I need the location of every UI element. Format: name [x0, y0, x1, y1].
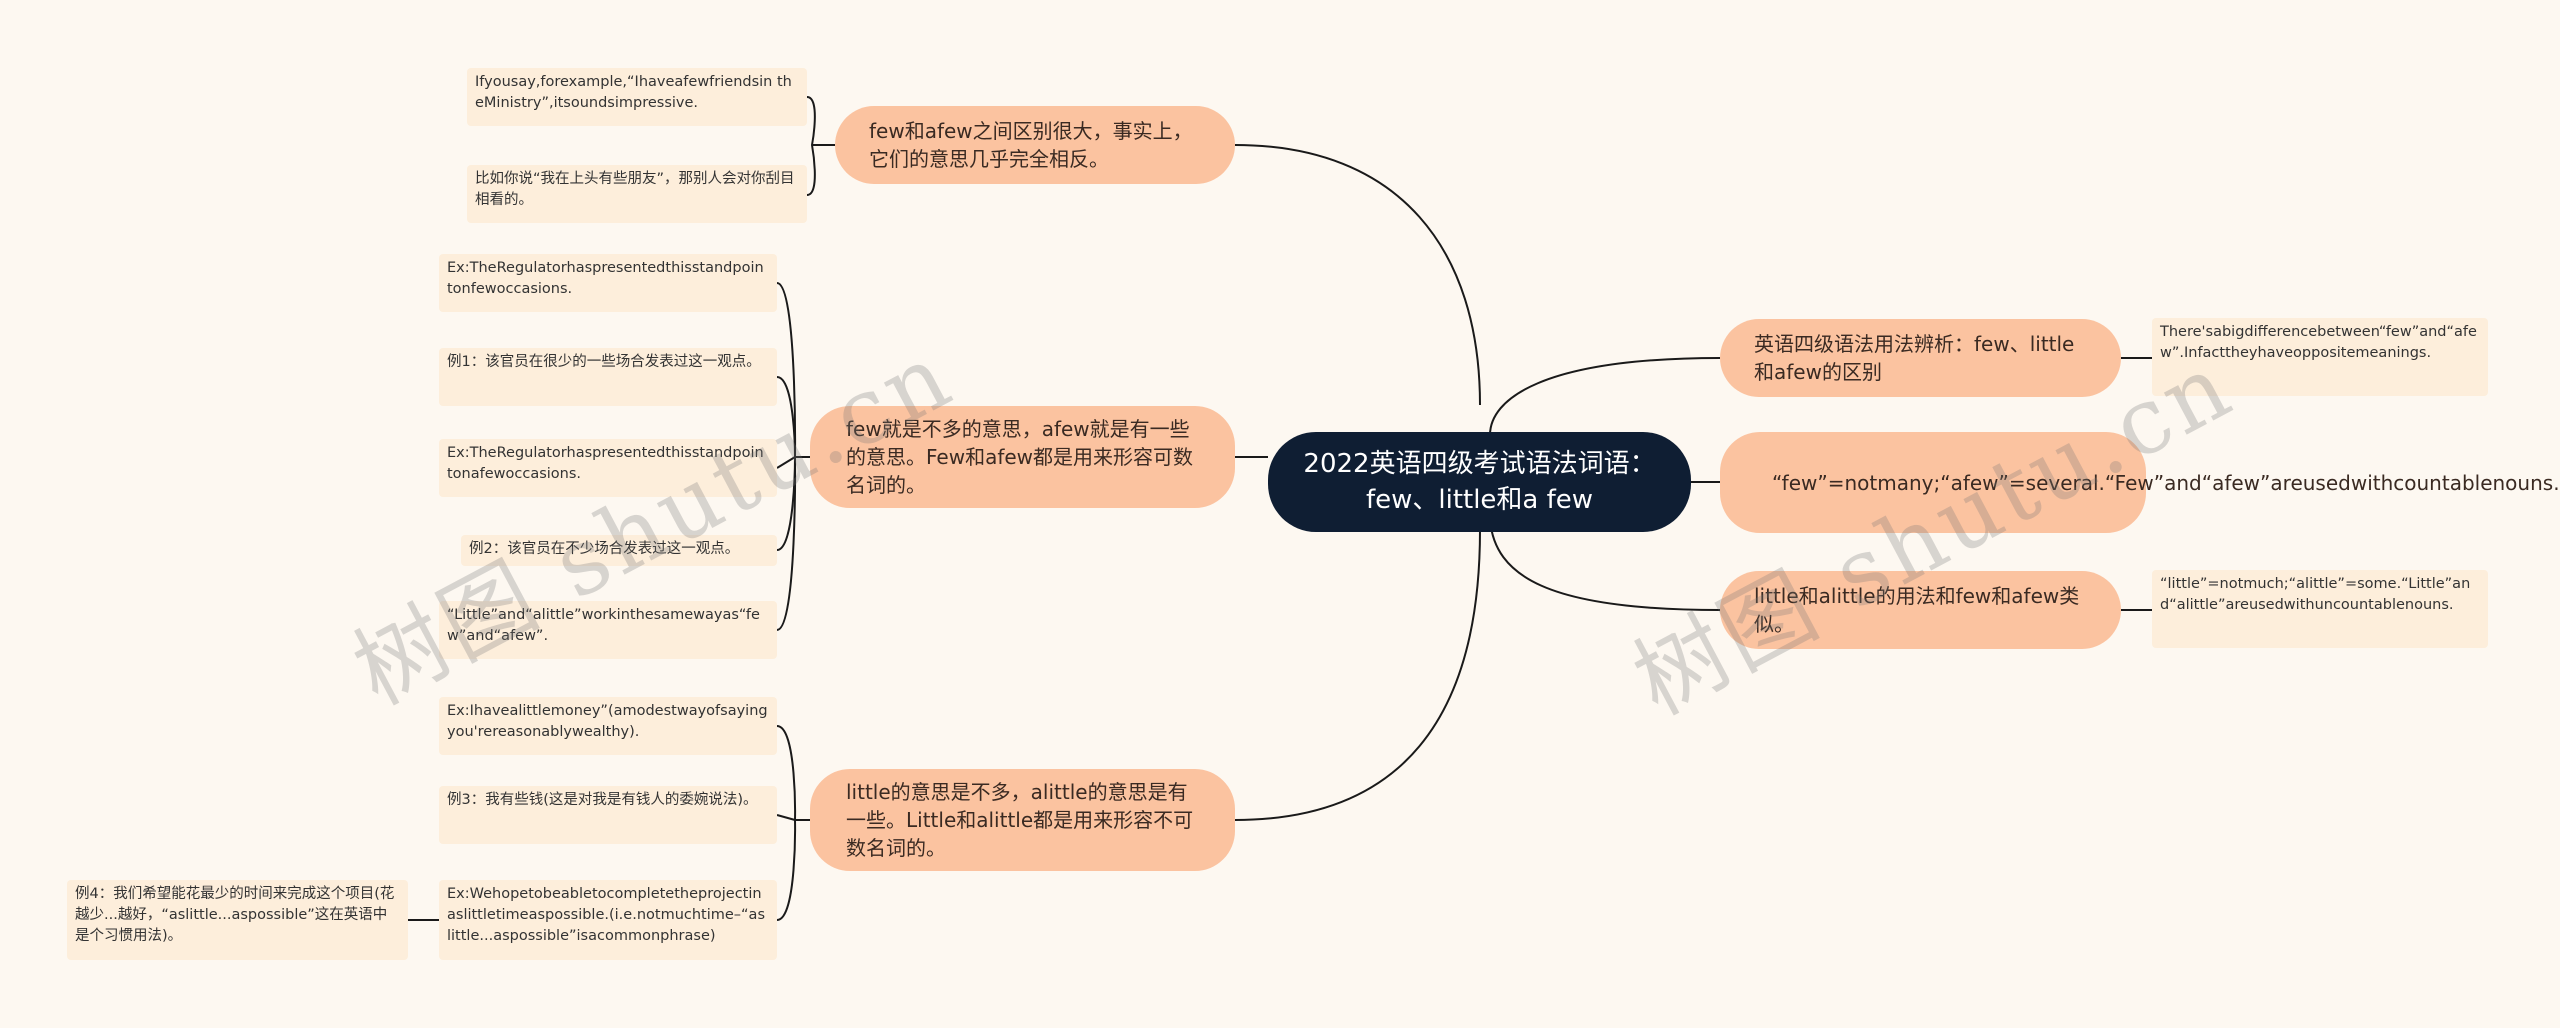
link-branch-2-leaf-4 — [776, 456, 796, 551]
branch-text: few就是不多的意思，afew就是有一些的意思。Few和afew都是用来形容可数… — [846, 417, 1194, 497]
link-branch-3-leaf-2 — [776, 814, 796, 821]
branch-few-definition[interactable]: “few”=notmany;“afew”=several.“Few”and“af… — [1720, 432, 2560, 533]
branch-text: “few”=notmany;“afew”=several.“Few”and“af… — [1772, 470, 2560, 495]
link-branch-2-leaf-2 — [776, 376, 796, 458]
branch-text: little和alittle的用法和few和afew类似。 — [1754, 584, 2080, 636]
leaf-example-text: Ex:TheRegulatorhaspresentedthisstandpoin… — [439, 254, 777, 312]
branch-text: little的意思是不多，alittle的意思是有一些。Little和alitt… — [846, 780, 1194, 860]
link-branch-3-leaf-3 — [776, 819, 797, 921]
leaf-example-text: Ifyousay,forexample,“Ihaveafewfriendsin … — [467, 68, 807, 126]
link-center-branch-3 — [1234, 529, 1481, 821]
leaf-example-text: 比如你说“我在上头有些朋友”，那别人会对你刮目相看的。 — [467, 165, 807, 223]
link-center-branch-1 — [1234, 144, 1481, 406]
leaf-example-text: Ex:Wehopetobeabletocompletetheprojectina… — [439, 880, 777, 960]
branch-little-meaning[interactable]: little的意思是不多，alittle的意思是有一些。Little和alitt… — [810, 769, 1235, 871]
branch-little-usage[interactable]: little和alittle的用法和few和afew类似。 — [1720, 571, 2121, 649]
branch-few-meaning[interactable]: few就是不多的意思，afew就是有一些的意思。Few和afew都是用来形容可数… — [810, 406, 1235, 508]
leaf-example-text: 例4：我们希望能花最少的时间来完成这个项目(花越少...越好，“aslittle… — [67, 880, 408, 960]
leaf-example-text: 例2：该官员在不少场合发表过这一观点。 — [461, 535, 777, 566]
link-branch-2-leaf-3 — [776, 456, 796, 469]
leaf-example-text: “little”=notmuch;“alittle”=some.“Little”… — [2152, 570, 2488, 648]
branch-text: few和afew之间区别很大，事实上，它们的意思几乎完全相反。 — [869, 119, 1193, 171]
link-branch-3-leaf-1 — [776, 725, 797, 821]
leaf-example-text: 例3：我有些钱(这是对我是有钱人的委婉说法)。 — [439, 786, 777, 844]
link-branch-1-leaves — [806, 96, 816, 196]
branch-text: 英语四级语法用法辨析：few、little和afew的区别 — [1754, 332, 2075, 384]
link-branch-2-leaf-1 — [776, 282, 797, 458]
leaf-example-text: Ex:TheRegulatorhaspresentedthisstandpoin… — [439, 439, 777, 497]
leaf-example-text: Ex:Ihavealittlemoney”(amodestwayofsaying… — [439, 697, 777, 755]
leaf-example-text: There'sabigdifferencebetween“few”and“afe… — [2152, 318, 2488, 396]
leaf-example-text: 例1：该官员在很少的一些场合发表过这一观点。 — [439, 348, 777, 406]
link-center-rbranch-3 — [1489, 519, 1721, 611]
central-topic[interactable]: 2022英语四级考试语法词语：few、little和a few — [1268, 432, 1691, 532]
link-center-rbranch-1 — [1489, 357, 1721, 436]
leaf-example-text: “Little”and“alittle”workinthesamewayas“f… — [439, 601, 777, 659]
link-branch-2-leaf-5 — [776, 456, 797, 631]
branch-few-vs-afew[interactable]: few和afew之间区别很大，事实上，它们的意思几乎完全相反。 — [835, 106, 1235, 184]
branch-grammar-analysis[interactable]: 英语四级语法用法辨析：few、little和afew的区别 — [1720, 319, 2121, 397]
central-topic-text: 2022英语四级考试语法词语：few、little和a few — [1303, 449, 1656, 515]
